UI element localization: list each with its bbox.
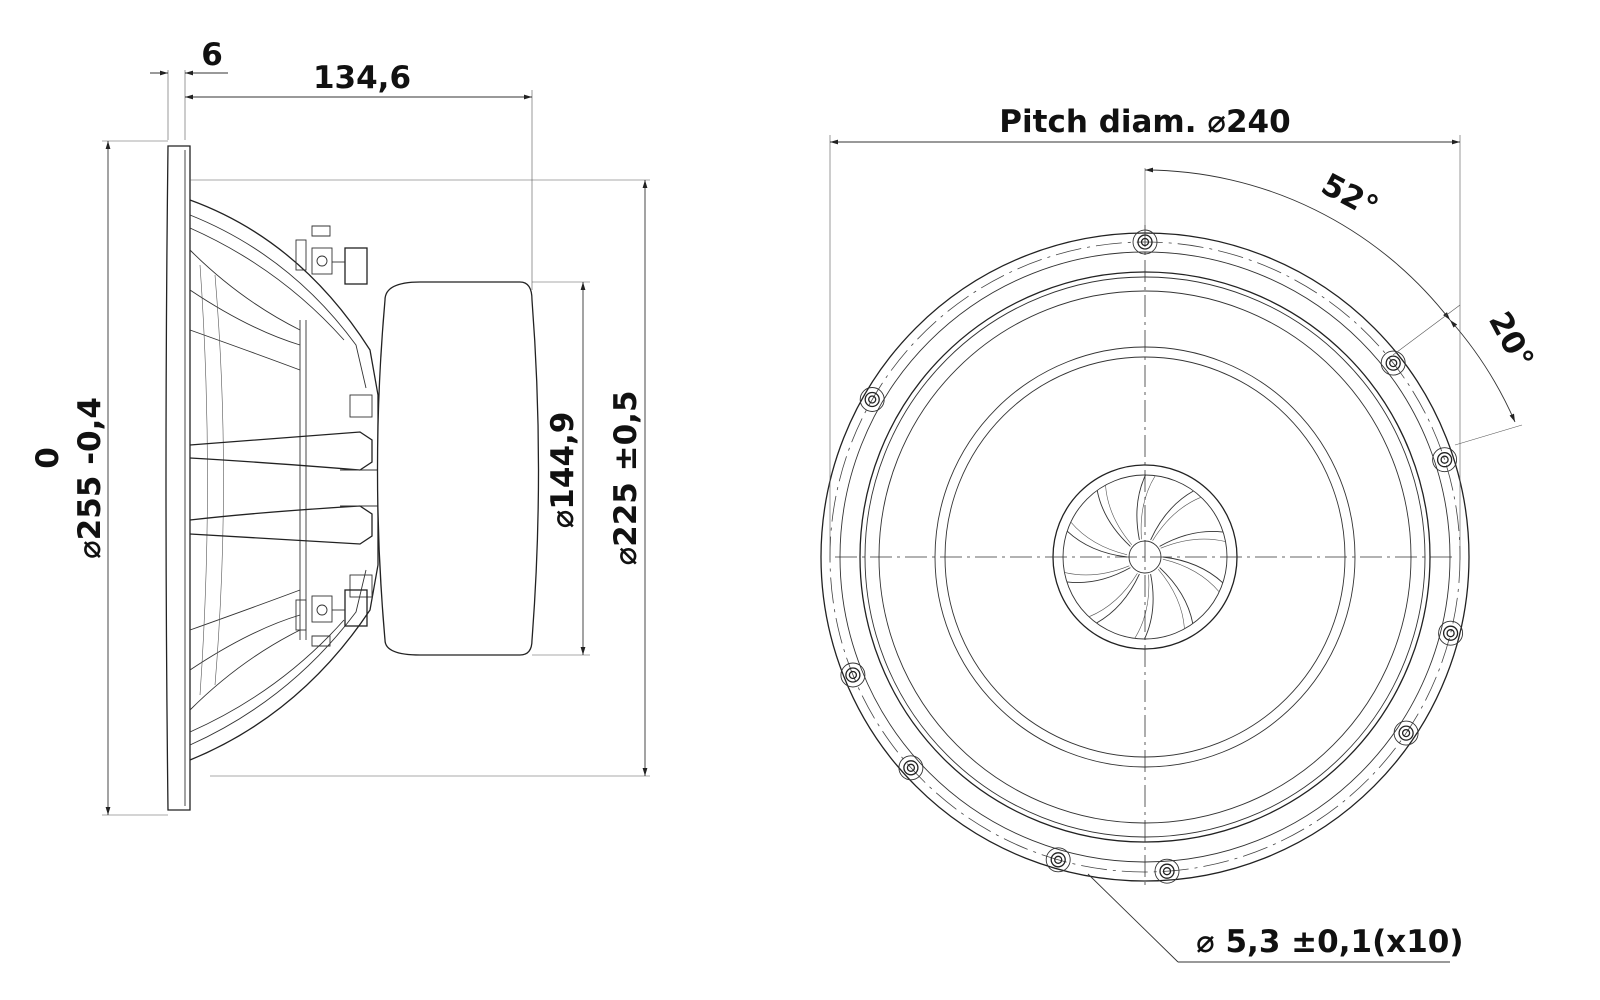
phase-plug-fin-edge bbox=[1157, 569, 1185, 629]
front-view: Pitch diam. ⌀240 52° 20° ⌀ 5,3 ±0,1(x10) bbox=[820, 104, 1540, 963]
phase-plug-fins bbox=[1064, 474, 1226, 640]
angle-52-label: 52° bbox=[1315, 167, 1384, 226]
phase-plug-fin-edge bbox=[1160, 538, 1226, 549]
cutout-diameter-label: ⌀225 ±0,5 bbox=[608, 390, 644, 565]
mounting-hole bbox=[898, 755, 924, 781]
mounting-hole bbox=[859, 387, 885, 412]
phase-plug-fin bbox=[1159, 567, 1194, 624]
depth-label: 134,6 bbox=[313, 60, 411, 96]
phase-plug-fin bbox=[1159, 531, 1224, 547]
phase-plug-fin-edge bbox=[1140, 475, 1156, 540]
magnet bbox=[376, 281, 540, 656]
outer-diameter-label: ⌀255 -0,4 bbox=[72, 397, 108, 559]
phase-plug-fin-edge bbox=[1134, 574, 1150, 639]
mounting-hole bbox=[1380, 350, 1406, 376]
flange-thickness-label: 6 bbox=[201, 37, 223, 73]
angle-arc-20 bbox=[1449, 319, 1516, 423]
mounting-hole bbox=[1045, 847, 1071, 873]
phase-plug-fin-edge bbox=[1162, 558, 1220, 593]
mounting-hole bbox=[1438, 620, 1464, 646]
outer-diameter-tolerance: 0 bbox=[30, 447, 66, 469]
mounting-hole bbox=[1154, 858, 1180, 884]
basket-top bbox=[189, 199, 379, 470]
phase-plug-fin bbox=[1096, 490, 1131, 547]
phase-plug-fin bbox=[1162, 556, 1224, 584]
phase-plug-fin bbox=[1136, 474, 1146, 540]
phase-plug-fin bbox=[1096, 573, 1140, 624]
phase-plug-fin-edge bbox=[1064, 565, 1130, 576]
flange bbox=[165, 145, 191, 811]
phase-plug-fin bbox=[1066, 530, 1128, 558]
mounting-hole bbox=[1432, 447, 1458, 473]
basket-bottom bbox=[189, 470, 379, 761]
hole-spec-label: ⌀ 5,3 ±0,1(x10) bbox=[1196, 924, 1464, 960]
mounting-hole bbox=[840, 662, 866, 688]
phase-plug-fin bbox=[1066, 567, 1131, 583]
phase-plug-fin-edge bbox=[1088, 573, 1138, 618]
side-view: 6 134,6 ⌀255 -0,4 0 ⌀144,9 bbox=[30, 37, 650, 816]
phase-plug-fin-edge bbox=[1152, 496, 1202, 541]
phase-plug-fin bbox=[1150, 490, 1194, 541]
phase-plug-fin bbox=[1144, 574, 1154, 640]
magnet-diameter-label: ⌀144,9 bbox=[545, 412, 581, 529]
angle-20-label: 20° bbox=[1481, 306, 1540, 375]
mounting-hole bbox=[1393, 720, 1419, 746]
terminal-top bbox=[295, 225, 368, 285]
terminal-bottom bbox=[295, 589, 368, 647]
phase-plug-fin-edge bbox=[1105, 485, 1133, 545]
angle-arc-52 bbox=[1144, 167, 1451, 321]
phase-plug-fin-edge bbox=[1070, 521, 1128, 556]
pitch-diameter-label: Pitch diam. ⌀240 bbox=[999, 104, 1290, 140]
